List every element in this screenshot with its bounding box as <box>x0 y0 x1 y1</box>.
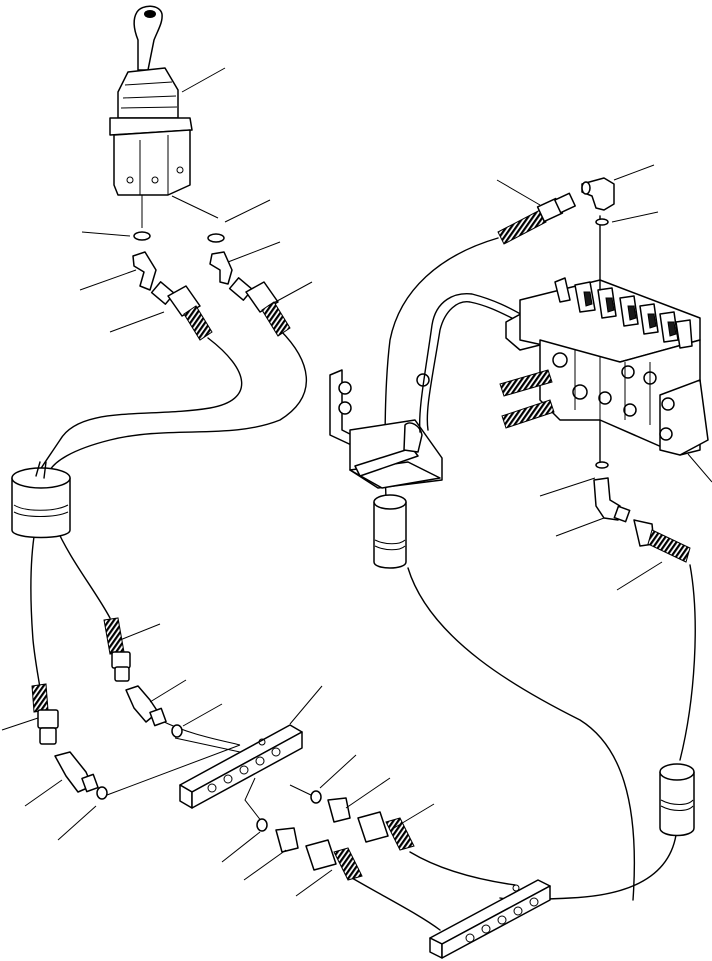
manifold-block-lower-right <box>430 880 550 958</box>
valve-outlet-fittings <box>594 462 690 562</box>
control-valve-bank <box>500 216 708 462</box>
hose-sleeve-left <box>12 462 70 538</box>
upper-right-fittings <box>498 178 614 244</box>
lower-left-hose-ends <box>32 618 182 799</box>
joystick-control-lever <box>110 6 192 228</box>
manifold-block-left <box>180 725 302 808</box>
lower-middle-fittings <box>257 791 414 880</box>
hose-lines <box>31 196 695 930</box>
callout-leader-lines <box>2 68 712 896</box>
hose-sleeve-center <box>374 495 406 568</box>
mounting-bracket <box>330 294 524 488</box>
joystick-port-fittings <box>133 232 290 340</box>
hose-sleeve-right <box>660 764 694 836</box>
